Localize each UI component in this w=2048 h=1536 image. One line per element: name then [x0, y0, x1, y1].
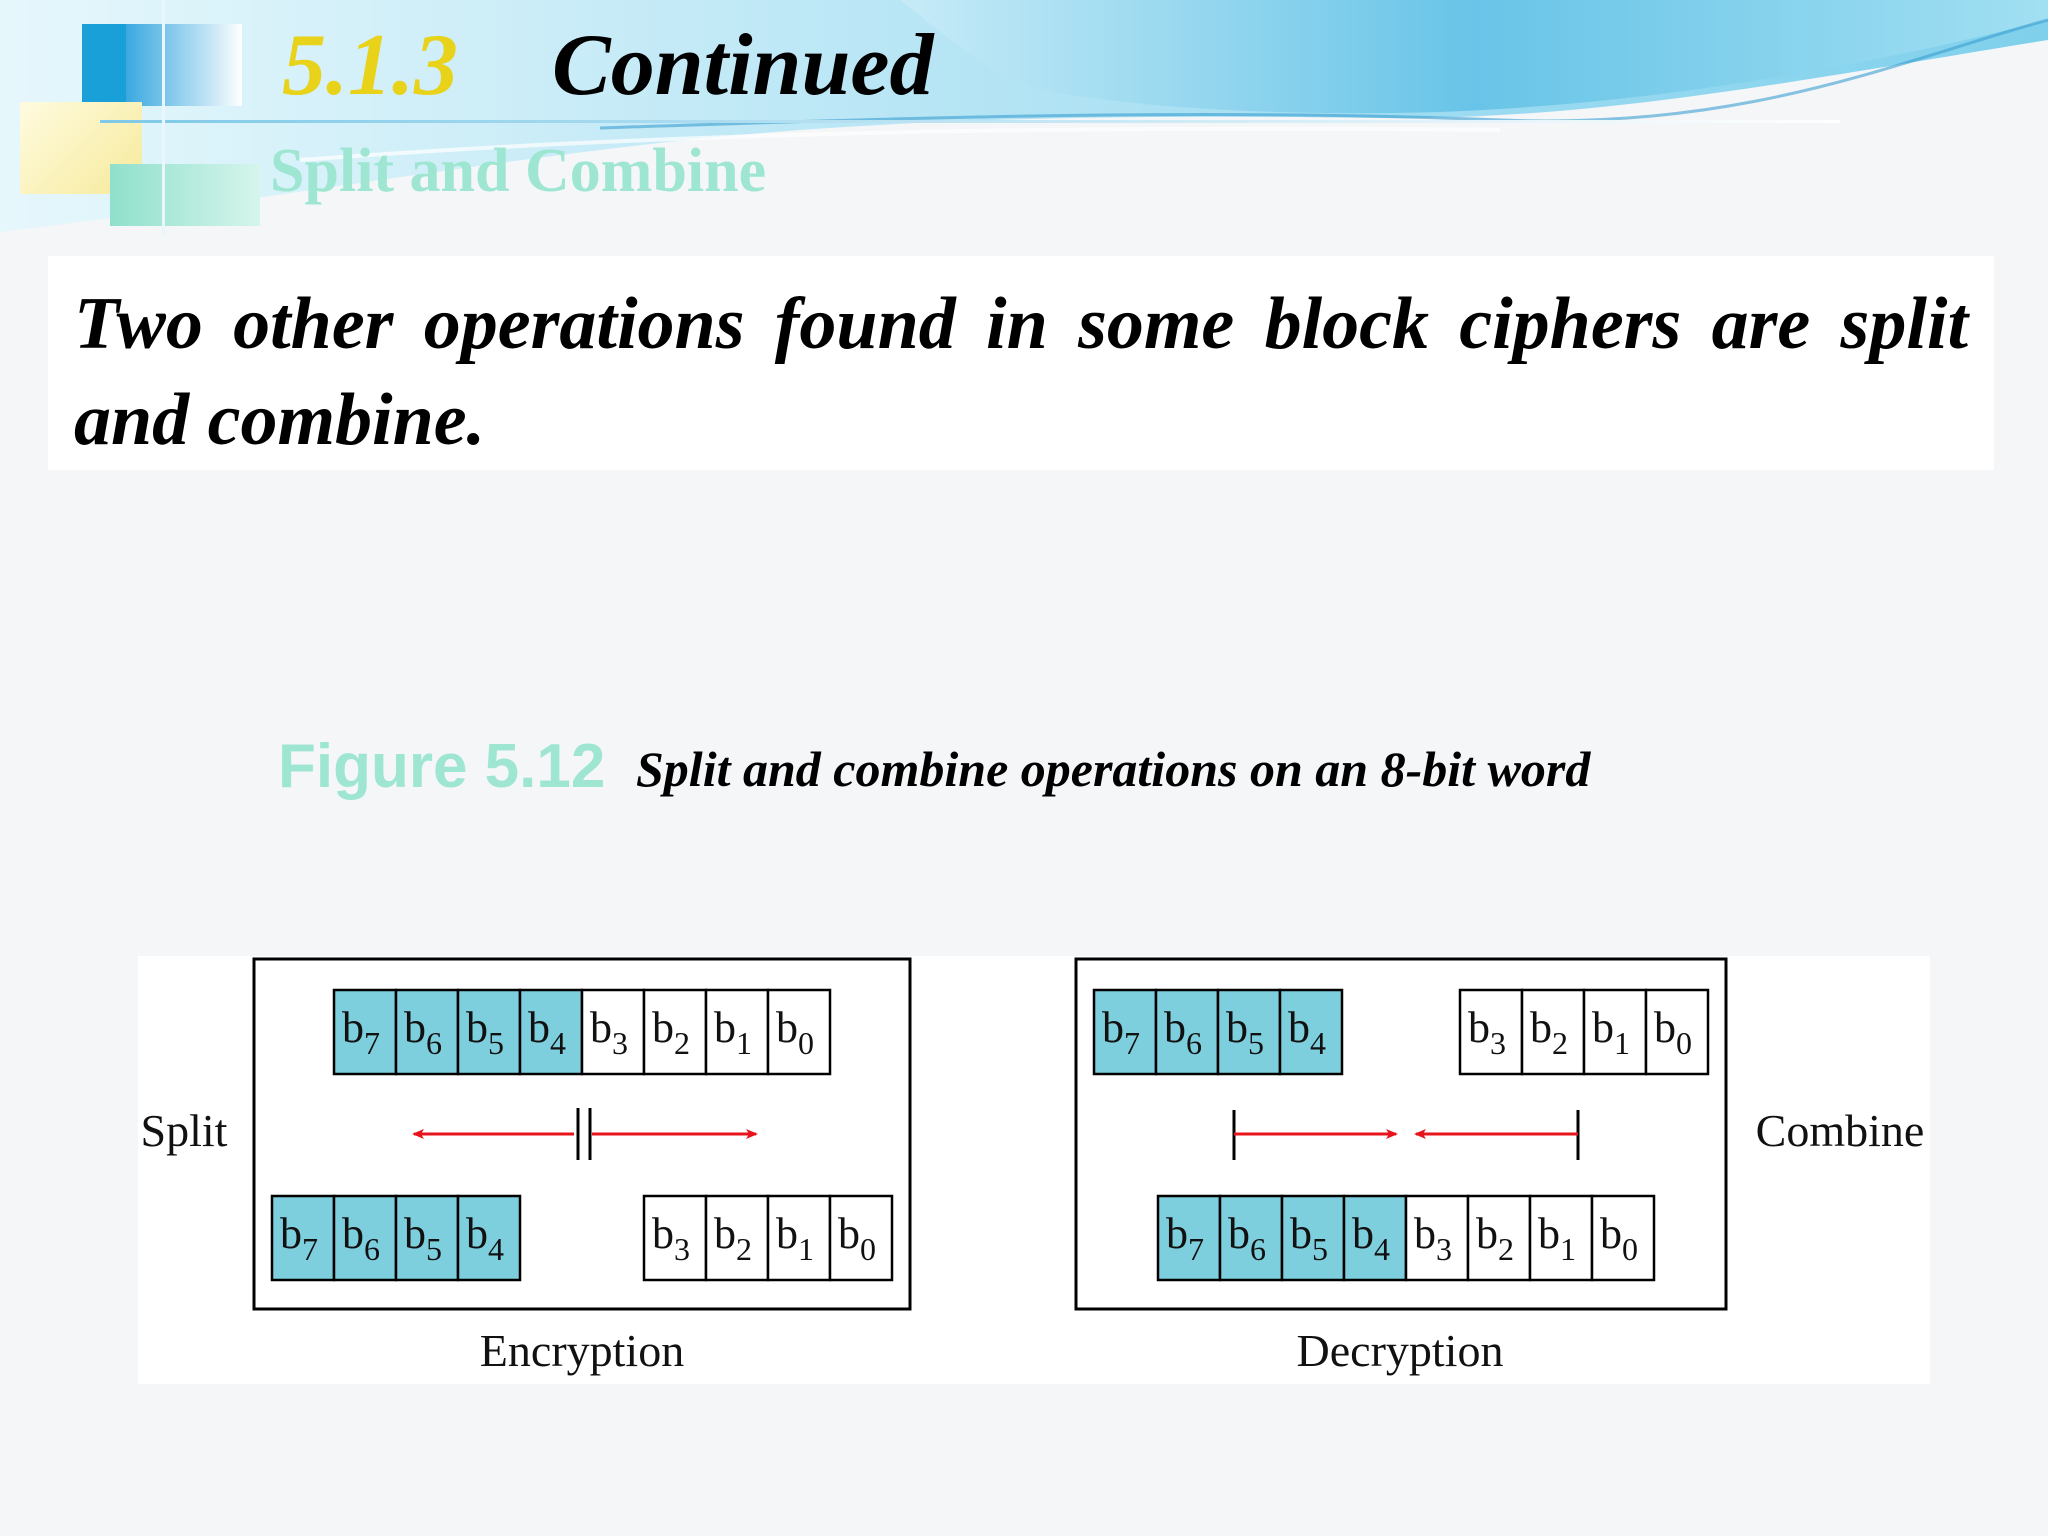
decryption-frame	[1074, 957, 1728, 1311]
combine-label: Combine	[1756, 1105, 1925, 1156]
decryption-left-half: b7 b6 b5 b4	[1092, 988, 1344, 1076]
bit-label-b3: b3	[590, 1003, 628, 1061]
bit-label-b1: b1	[1592, 1003, 1630, 1061]
header-swoosh-decoration	[0, 0, 2048, 232]
figure-label: Figure 5.12	[278, 732, 606, 801]
bit-label-b3: b3	[652, 1209, 690, 1267]
bit-cell-b1	[704, 988, 770, 1076]
bit-cell-b4	[1342, 1194, 1408, 1282]
bit-label-b5: b5	[404, 1209, 442, 1267]
bit-cell-b5	[1280, 1194, 1346, 1282]
bit-cell-b4	[456, 1194, 522, 1282]
bit-label-b2: b2	[1476, 1209, 1514, 1267]
bit-label-b6: b6	[1228, 1209, 1266, 1267]
bit-cell-b5	[394, 1194, 460, 1282]
bit-label-b7: b7	[1102, 1003, 1140, 1061]
bit-cell-b1	[1528, 1194, 1594, 1282]
bit-label-b2: b2	[1530, 1003, 1568, 1061]
bit-cell-b0	[1590, 1194, 1656, 1282]
bit-label-b5: b5	[1290, 1209, 1328, 1267]
bit-label-b4: b4	[466, 1209, 504, 1267]
bit-label-b4: b4	[528, 1003, 566, 1061]
bit-label-b5: b5	[1226, 1003, 1264, 1061]
bit-label-b7: b7	[342, 1003, 380, 1061]
encryption-label: Encryption	[480, 1325, 684, 1376]
bit-label-b3: b3	[1468, 1003, 1506, 1061]
bit-label-b2: b2	[714, 1209, 752, 1267]
bit-label-b6: b6	[404, 1003, 442, 1061]
bit-cell-b6	[394, 988, 460, 1076]
bit-cells: b7 b6 b5 b4 b3 b2 b1 b0 b7 b6 b5 b4 b3 b2 b1 b0 b7 b6 b5 b4…	[270, 988, 1710, 1282]
split-label: Split	[141, 1105, 228, 1156]
header-vertical-rule	[162, 0, 165, 236]
bit-label-b6: b6	[1164, 1003, 1202, 1061]
bit-label-b7: b7	[1166, 1209, 1204, 1267]
bit-label-b0: b0	[1654, 1003, 1692, 1061]
bit-cell-b6	[332, 1194, 398, 1282]
bit-label-b1: b1	[776, 1209, 814, 1267]
section-title: Continued	[552, 17, 934, 114]
bit-cell-b1	[766, 1194, 832, 1282]
bit-cell-b7	[332, 988, 398, 1076]
bit-label-b1: b1	[1538, 1209, 1576, 1267]
encryption-left-half: b7 b6 b5 b4	[270, 1194, 522, 1282]
header-square-mint	[110, 164, 260, 226]
split-arrows	[412, 1108, 758, 1160]
section-number: 5.1.3	[282, 17, 458, 114]
encryption-right-half: b3 b2 b1 b0	[642, 1194, 894, 1282]
bit-label-b2: b2	[652, 1003, 690, 1061]
bit-cell-b7	[1092, 988, 1158, 1076]
slide-subtitle: Split and Combine	[270, 137, 767, 205]
bit-cell-b3	[1458, 988, 1524, 1076]
decryption-label: Decryption	[1297, 1325, 1504, 1376]
encryption-top-word: b7 b6 b5 b4 b3 b2 b1 b0	[332, 988, 832, 1076]
bit-cell-b2	[1520, 988, 1586, 1076]
split-combine-diagram: Split Combine Encryption Decryption b7 b6…	[141, 957, 1925, 1376]
header-horizontal-rule	[100, 120, 1840, 123]
bit-label-b0: b0	[776, 1003, 814, 1061]
decryption-bottom-word: b7 b6 b5 b4 b3 b2 b1 b0	[1156, 1194, 1656, 1282]
bit-cell-b2	[704, 1194, 770, 1282]
bit-label-b4: b4	[1288, 1003, 1326, 1061]
body-paragraph: Two other operations found in some block…	[48, 256, 1994, 470]
bit-cell-b6	[1154, 988, 1220, 1076]
bit-label-b0: b0	[1600, 1209, 1638, 1267]
bit-label-b7: b7	[280, 1209, 318, 1267]
bit-cell-b7	[1156, 1194, 1222, 1282]
bit-label-b3: b3	[1414, 1209, 1452, 1267]
bit-cell-b0	[1644, 988, 1710, 1076]
bit-cell-b2	[642, 988, 708, 1076]
bit-label-b0: b0	[838, 1209, 876, 1267]
bit-cell-b0	[828, 1194, 894, 1282]
bit-label-b6: b6	[342, 1209, 380, 1267]
bit-label-b4: b4	[1352, 1209, 1390, 1267]
bit-label-b1: b1	[714, 1003, 752, 1061]
figure-caption: Split and combine operations on an 8-bit…	[636, 741, 1591, 797]
header-square-gradient	[126, 24, 242, 106]
encryption-frame	[252, 957, 912, 1311]
bit-cell-b6	[1218, 1194, 1284, 1282]
decryption-right-half: b3 b2 b1 b0	[1458, 988, 1710, 1076]
bit-cell-b1	[1582, 988, 1648, 1076]
combine-arrows	[1232, 1110, 1580, 1160]
bit-label-b5: b5	[466, 1003, 504, 1061]
bit-cell-b0	[766, 988, 832, 1076]
bit-cell-b4	[1278, 988, 1344, 1076]
